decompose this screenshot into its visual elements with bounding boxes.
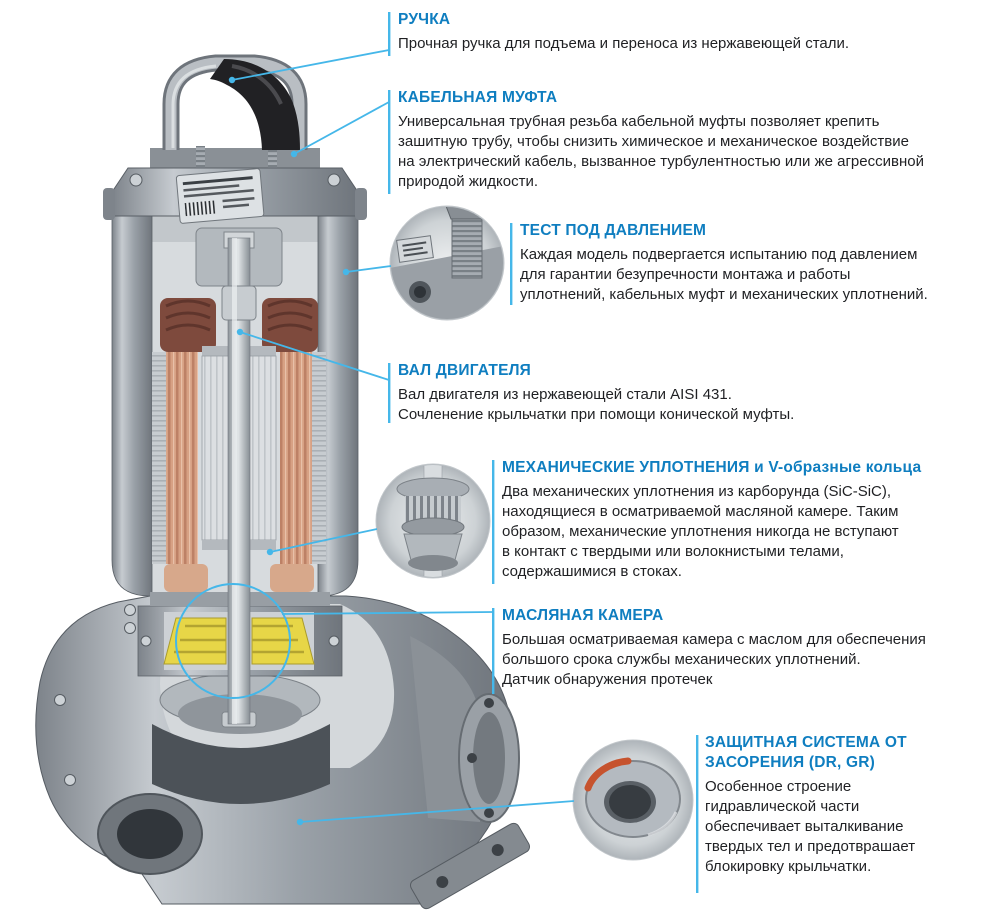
annotation-motor-shaft-title: ВАЛ ДВИГАТЕЛЯ bbox=[398, 362, 532, 379]
leader-lines bbox=[175, 12, 699, 893]
oil-chamber-highlight-circle bbox=[175, 583, 291, 699]
annotation-mechanical-seals-body: Два механических уплотнения из карборунд… bbox=[502, 483, 899, 580]
leader-bar-cable-gland bbox=[388, 90, 391, 194]
leader-line-anti-clog bbox=[299, 800, 575, 823]
annotation-anti-clog-title: ЗАЩИТНАЯ СИСТЕМА ОТ ЗАСОРЕНИЯ (DR, GR) bbox=[705, 734, 907, 771]
annotation-oil-chamber-title: МАСЛЯНАЯ КАМЕРА bbox=[502, 607, 664, 624]
annotation-handle: РУЧКА Прочная ручка для подъема и перено… bbox=[398, 10, 958, 54]
annotation-cable-gland: КАБЕЛЬНАЯ МУФТА Универсальная трубная ре… bbox=[398, 88, 978, 192]
annotation-pressure-test-title: ТЕСТ ПОД ДАВЛЕНИЕМ bbox=[520, 222, 707, 239]
leader-bar-mechanical-seals bbox=[492, 460, 495, 584]
pump-bottom-flange bbox=[410, 822, 530, 910]
leader-line-motor-shaft bbox=[239, 331, 390, 381]
annotation-motor-shaft-body: Вал двигателя из нержавеющей стали AISI … bbox=[398, 386, 795, 423]
leader-line-cable-gland bbox=[293, 101, 390, 155]
annotation-mechanical-seals: МЕХАНИЧЕСКИЕ УПЛОТНЕНИЯ и V-образные кол… bbox=[502, 458, 972, 582]
leader-bar-motor-shaft bbox=[388, 363, 391, 423]
anti-clog-inset-photo bbox=[572, 739, 694, 861]
leader-bar-anti-clog bbox=[696, 735, 699, 893]
annotation-anti-clog-body: Особенное строение гидравлической части … bbox=[705, 778, 916, 875]
pump-discharge-flange bbox=[410, 636, 520, 823]
pump-handle bbox=[162, 54, 308, 150]
annotation-handle-body: Прочная ручка для подъема и переноса из … bbox=[398, 35, 850, 52]
annotation-motor-shaft: ВАЛ ДВИГАТЕЛЯ Вал двигателя из нержавеющ… bbox=[398, 361, 958, 425]
leader-line-pressure-test bbox=[345, 265, 392, 273]
annotation-cable-gland-body: Универсальная трубная резьба кабельной м… bbox=[398, 113, 924, 190]
pump-motor-shaft bbox=[221, 237, 257, 725]
pump-suction-inlet bbox=[97, 793, 203, 875]
pump-nameplate bbox=[175, 168, 265, 224]
leader-line-handle bbox=[231, 49, 390, 81]
pressure-test-inset-photo bbox=[389, 205, 505, 321]
leader-line-oil-chamber bbox=[281, 611, 494, 615]
annotation-pressure-test-body: Каждая модель подвергается испытанию под… bbox=[520, 246, 928, 303]
annotation-pressure-test: ТЕСТ ПОД ДАВЛЕНИЕМ Каждая модель подверг… bbox=[520, 221, 985, 305]
annotation-handle-title: РУЧКА bbox=[398, 11, 451, 28]
leader-line-mechanical-seals bbox=[269, 528, 378, 553]
annotation-oil-chamber-body: Большая осматриваемая камера с маслом дл… bbox=[502, 631, 926, 688]
pump-illustration bbox=[35, 54, 530, 910]
annotation-anti-clog: ЗАЩИТНАЯ СИСТЕМА ОТ ЗАСОРЕНИЯ (DR, GR) О… bbox=[705, 733, 955, 877]
leader-bar-oil-chamber bbox=[492, 608, 495, 694]
annotation-oil-chamber: МАСЛЯНАЯ КАМЕРА Большая осматриваемая ка… bbox=[502, 606, 972, 690]
annotation-mechanical-seals-title: МЕХАНИЧЕСКИЕ УПЛОТНЕНИЯ и V-образные кол… bbox=[502, 459, 922, 476]
mechanical-seal-inset-photo bbox=[375, 463, 491, 579]
leader-bar-handle bbox=[388, 12, 391, 56]
leader-bar-pressure-test bbox=[510, 223, 513, 305]
annotation-cable-gland-title: КАБЕЛЬНАЯ МУФТА bbox=[398, 89, 558, 106]
